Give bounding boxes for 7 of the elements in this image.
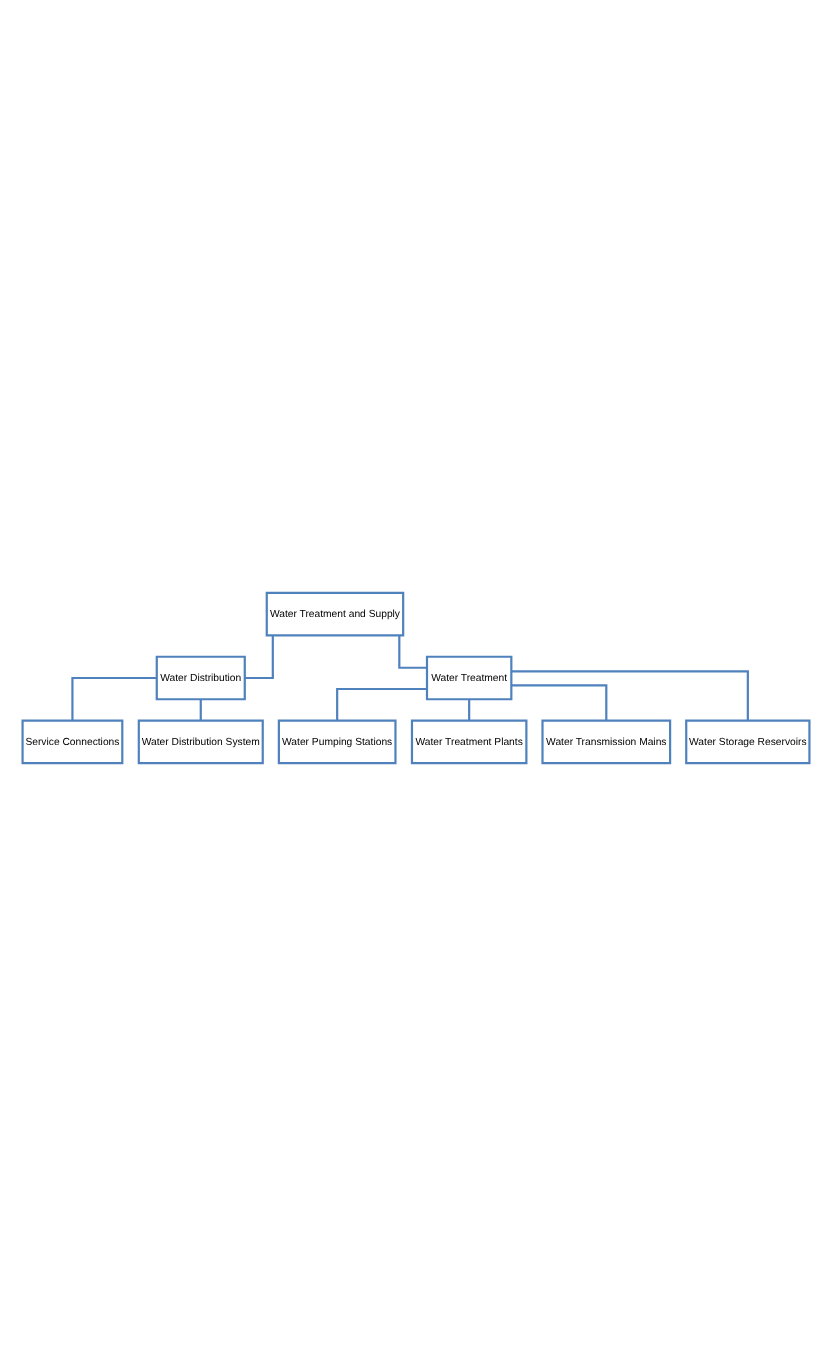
connector [71, 675, 157, 720]
connector [511, 683, 608, 720]
connector [511, 669, 749, 720]
connector [199, 698, 202, 720]
connector [468, 698, 471, 720]
connector [398, 634, 427, 668]
connector [336, 686, 427, 720]
